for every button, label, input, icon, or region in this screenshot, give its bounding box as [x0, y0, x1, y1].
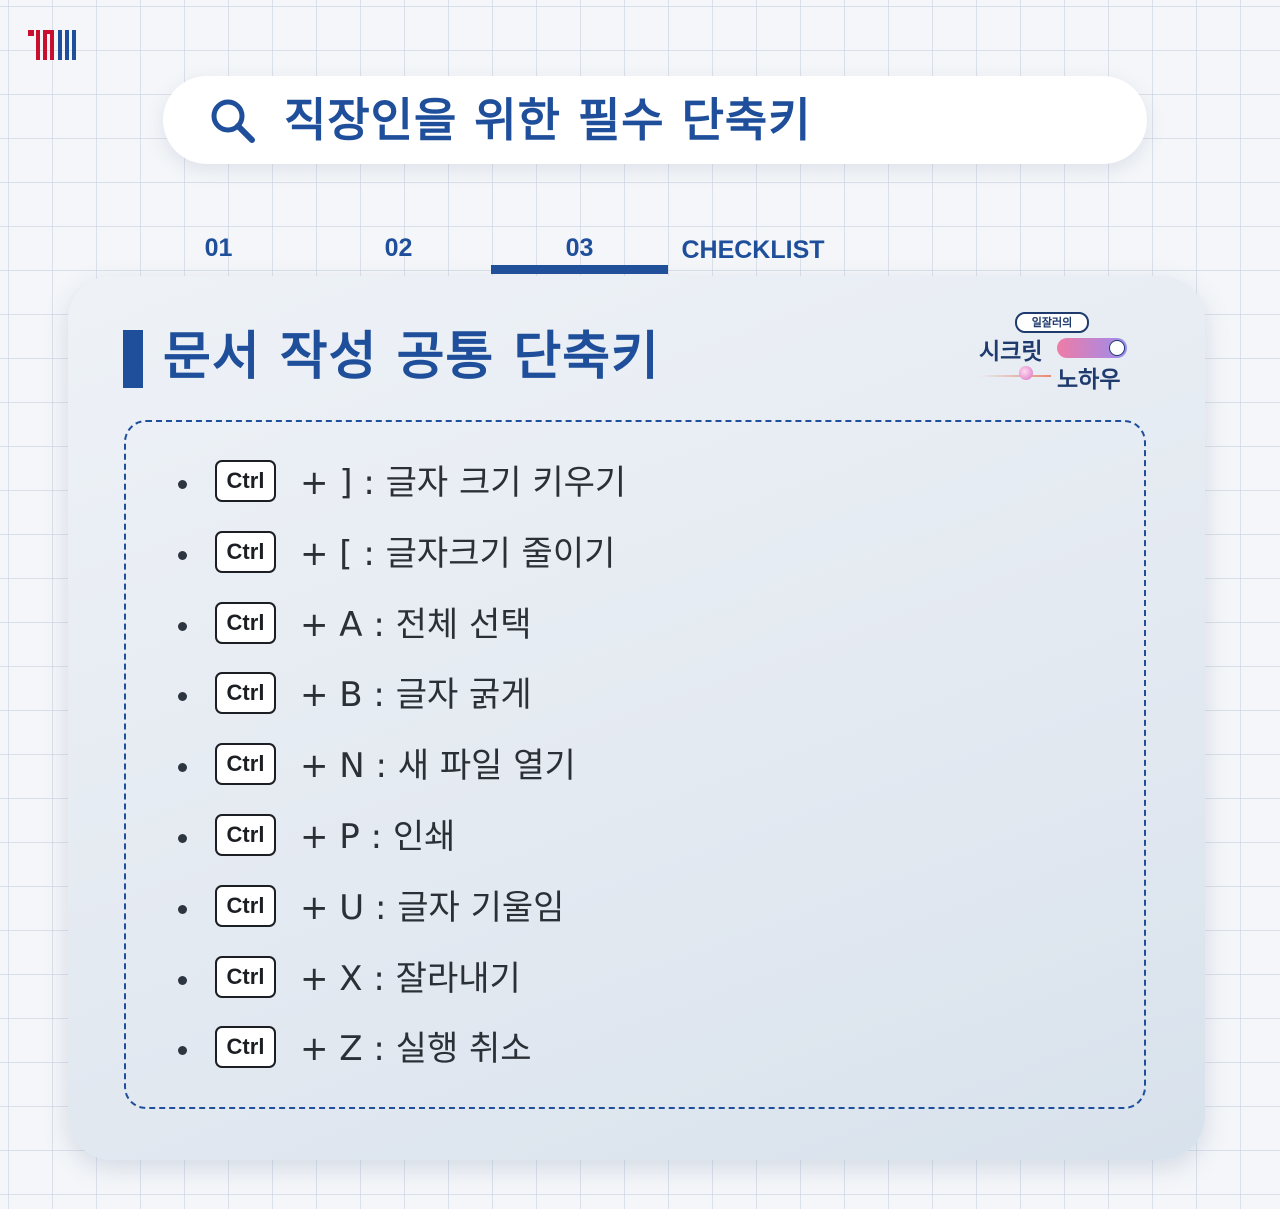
bullet-icon	[178, 763, 187, 773]
search-bar[interactable]	[163, 76, 1147, 164]
bullet-icon	[178, 550, 187, 560]
ctrl-key: Ctrl	[215, 743, 276, 786]
search-icon	[211, 99, 255, 143]
list-item: Ctrl + ] : 글자 크기 키우기	[170, 452, 1070, 523]
tab-03[interactable]: 03	[491, 228, 668, 274]
list-item: Ctrl + U : 글자 기울임	[170, 877, 1070, 948]
ctrl-key: Ctrl	[215, 672, 276, 715]
list-item: Ctrl + Z : 실행 취소	[170, 1018, 1070, 1089]
shortcut-description: + B : 글자 굵게	[300, 675, 532, 716]
toggle-icon	[1057, 338, 1127, 358]
bullet-icon	[178, 1046, 187, 1056]
ctrl-key: Ctrl	[215, 530, 276, 573]
bullet-icon	[178, 480, 187, 489]
shortcut-description: + [ : 글자크기 줄이기	[300, 533, 616, 574]
tab-bar: 01 02 03 CHECKLIST	[130, 228, 890, 276]
shortcut-description: + ] : 글자 크기 키우기	[300, 463, 627, 503]
badge-line2: 노하우	[1057, 367, 1121, 393]
secret-knowhow-badge: 일잘러의 시크릿 노하우	[975, 310, 1135, 394]
ctrl-key: Ctrl	[215, 1026, 276, 1069]
list-item: Ctrl + X : 잘라내기	[170, 948, 1070, 1019]
content-card	[68, 276, 1205, 1160]
lightbulb-icon	[1019, 366, 1033, 380]
ybm-logo	[28, 30, 76, 60]
list-item: Ctrl + P : 인쇄	[170, 806, 1070, 877]
bullet-icon	[178, 975, 187, 985]
badge-line1: 시크릿	[979, 339, 1043, 365]
light-beam-icon	[979, 375, 1051, 377]
shortcut-description: + A : 전체 선택	[300, 604, 532, 645]
toggle-knob-icon	[1109, 340, 1125, 356]
shortcut-description: + N : 새 파일 열기	[300, 746, 576, 787]
ctrl-key: Ctrl	[215, 813, 276, 856]
bullet-icon	[178, 904, 187, 914]
ctrl-key: Ctrl	[215, 601, 276, 644]
ctrl-key: Ctrl	[215, 955, 276, 998]
shortcut-description: + X : 잘라내기	[300, 958, 521, 999]
shortcut-description: + Z : 실행 취소	[300, 1029, 532, 1070]
list-item: Ctrl + A : 전체 선택	[170, 594, 1070, 665]
badge-top-label: 일잘러의	[1015, 312, 1089, 333]
bullet-icon	[178, 621, 187, 631]
list-item: Ctrl + N : 새 파일 열기	[170, 735, 1070, 806]
shortcut-list-frame	[124, 420, 1146, 1109]
shortcut-description: + P : 인쇄	[300, 816, 456, 857]
list-item: Ctrl + B : 글자 굵게	[170, 664, 1070, 735]
shortcut-list: Ctrl + ] : 글자 크기 키우기 Ctrl + [ : 글자크기 줄이기…	[170, 452, 1070, 1089]
search-query[interactable]: 직장인을 위한 필수 단축키	[284, 93, 812, 147]
ctrl-key: Ctrl	[215, 460, 276, 502]
list-item: Ctrl + [ : 글자크기 줄이기	[170, 523, 1070, 594]
bullet-icon	[178, 833, 187, 843]
shortcut-description: + U : 글자 기울임	[300, 887, 565, 928]
tab-01[interactable]: 01	[204, 234, 233, 262]
tab-02[interactable]: 02	[384, 234, 413, 262]
section-title: 문서 작성 공통 단축키	[163, 327, 660, 387]
tab-checklist[interactable]: CHECKLIST	[681, 236, 825, 264]
ctrl-key: Ctrl	[215, 884, 276, 927]
title-accent-bar	[123, 330, 143, 388]
bullet-icon	[178, 692, 187, 702]
